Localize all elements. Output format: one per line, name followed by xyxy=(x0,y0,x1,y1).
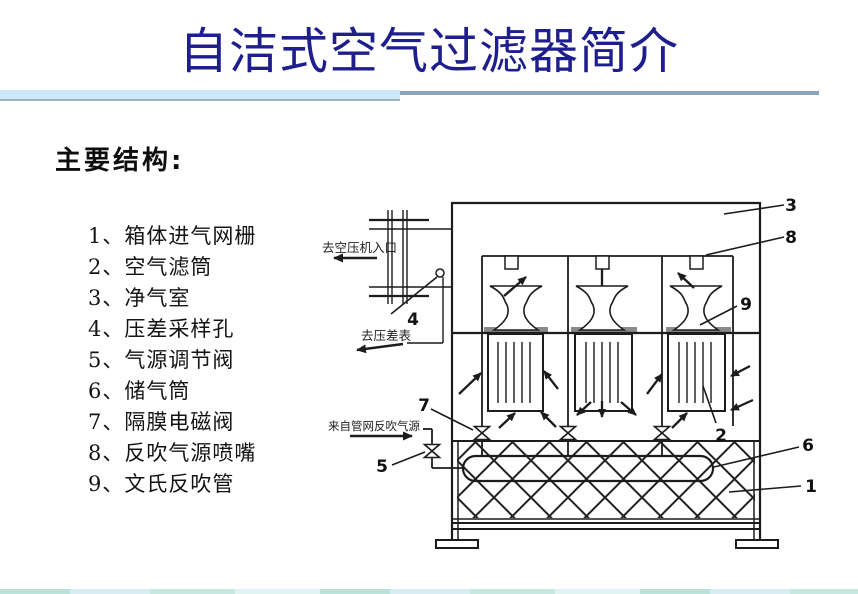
base-frame-legs xyxy=(435,522,779,549)
backflush-nozzles xyxy=(504,255,704,299)
pressure-tap xyxy=(390,268,445,344)
diaphragm-valves xyxy=(472,425,672,457)
header-bar-left xyxy=(0,90,400,101)
air-storage-tank xyxy=(461,454,715,483)
part-label-7: 7 xyxy=(418,396,430,416)
structure-list-item: 3、净气室 xyxy=(88,286,191,310)
filter-cartridges xyxy=(487,333,726,412)
structure-list-item: 9、文氏反吹管 xyxy=(88,472,235,496)
section-heading: 主要结构: xyxy=(55,146,185,176)
part-label-3: 3 xyxy=(785,196,797,216)
part-number-labels: 3 8 9 2 6 1 4 7 5 xyxy=(376,196,817,497)
air-flow-arrows xyxy=(458,272,754,429)
structure-list-item: 8、反吹气源喷嘴 xyxy=(88,441,257,465)
header-rule-right xyxy=(400,91,819,95)
outlet-duct xyxy=(369,210,452,304)
structure-list: 1、箱体进气网栅 2、空气滤筒 3、净气室 4、压差采样孔 5、气源调节阀 6、… xyxy=(88,221,256,500)
diagram-annotations: 去空压机入口 去压差表 来自管网反吹气源 xyxy=(322,240,420,441)
part-label-8: 8 xyxy=(785,228,797,248)
structure-list-item: 7、隔膜电磁阀 xyxy=(88,410,235,434)
part-label-4: 4 xyxy=(407,310,419,330)
structure-list-item: 2、空气滤筒 xyxy=(88,255,213,279)
part-label-5: 5 xyxy=(376,457,388,477)
part-label-1: 1 xyxy=(805,477,817,497)
structure-list-item: 5、气源调节阀 xyxy=(88,348,235,372)
structure-list-item: 1、箱体进气网栅 xyxy=(88,224,257,248)
annotation-backflush-source: 来自管网反吹气源 xyxy=(328,419,420,433)
annotation-to-pressure-gauge: 去压差表 xyxy=(361,328,412,343)
venturi-tubes xyxy=(489,285,723,331)
part-label-9: 9 xyxy=(740,295,752,315)
part-label-2: 2 xyxy=(715,426,727,446)
footer-accent-strip xyxy=(0,589,858,594)
structure-list-item: 6、储气筒 xyxy=(88,379,191,403)
air-supply-inlet xyxy=(422,428,464,469)
part-label-6: 6 xyxy=(802,436,814,456)
annotation-to-compressor: 去空压机入口 xyxy=(322,240,397,255)
part-label-pointers xyxy=(391,204,802,493)
structure-list-item: 4、压差采样孔 xyxy=(88,317,235,341)
slide-title: 自洁式空气过滤器简介 xyxy=(178,23,679,80)
